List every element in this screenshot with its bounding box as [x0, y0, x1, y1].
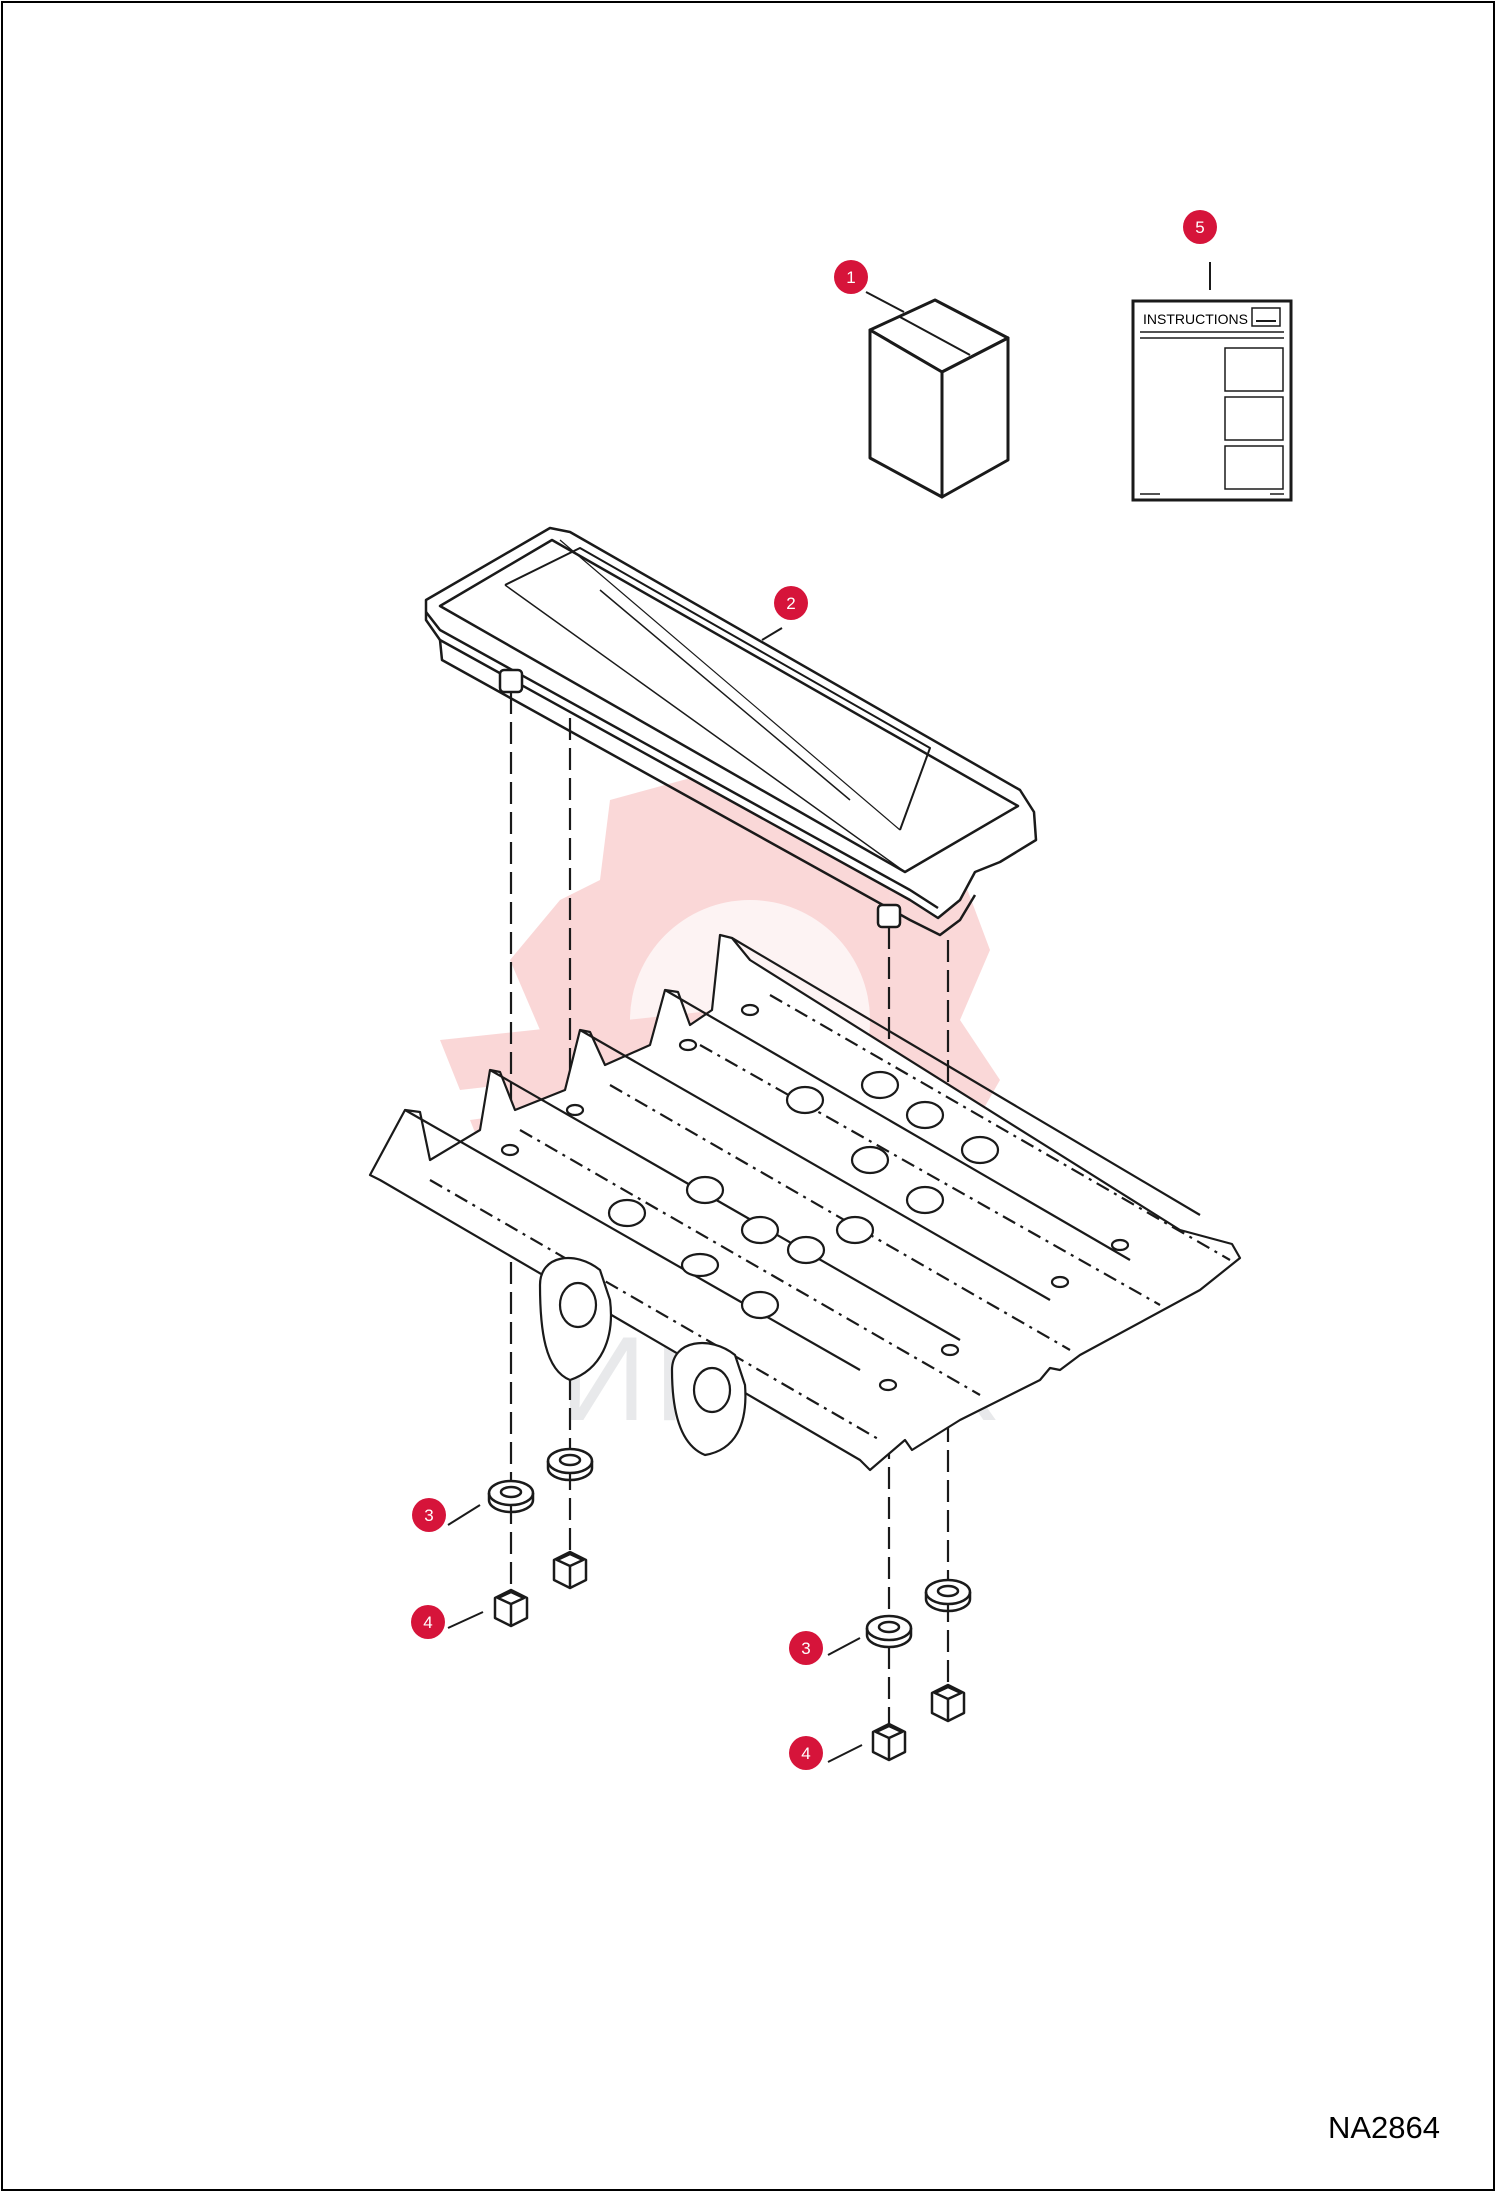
- washer-right-1: [865, 1614, 913, 1649]
- washer-left-2: [546, 1447, 594, 1482]
- instructions-heading: INSTRUCTIONS: [1143, 311, 1248, 327]
- svg-text:1: 1: [846, 268, 855, 287]
- svg-text:4: 4: [801, 1744, 810, 1763]
- nut-right-2: [930, 1683, 966, 1723]
- svg-text:3: 3: [424, 1506, 433, 1525]
- nut-right-1: [871, 1722, 907, 1762]
- callout-5: 5: [1183, 210, 1217, 244]
- rubber-pad: [424, 526, 1038, 937]
- callout-4-left: 4: [411, 1605, 445, 1639]
- callout-3-left: 3: [412, 1498, 446, 1532]
- callout-4-right: 4: [789, 1736, 823, 1770]
- callout-2: 2: [774, 586, 808, 620]
- track-chain: [368, 933, 1242, 1472]
- nut-left-1: [493, 1588, 529, 1628]
- washer-left-1: [487, 1479, 535, 1514]
- instructions-sheet: INSTRUCTIONS: [1131, 299, 1293, 502]
- washer-right-2: [924, 1578, 972, 1613]
- box-part: [868, 298, 1010, 499]
- drawing-reference-code: NA2864: [1327, 2110, 1440, 2145]
- svg-text:5: 5: [1195, 218, 1204, 237]
- leader-line-2: [761, 627, 783, 641]
- svg-text:4: 4: [423, 1613, 432, 1632]
- leader-line-1: [865, 291, 905, 313]
- nut-left-2: [552, 1550, 588, 1590]
- hardware-leader-lines: [447, 1504, 863, 1763]
- callout-1: 1: [834, 260, 868, 294]
- svg-text:3: 3: [801, 1639, 810, 1658]
- svg-text:2: 2: [786, 594, 795, 613]
- callout-3-right: 3: [789, 1631, 823, 1665]
